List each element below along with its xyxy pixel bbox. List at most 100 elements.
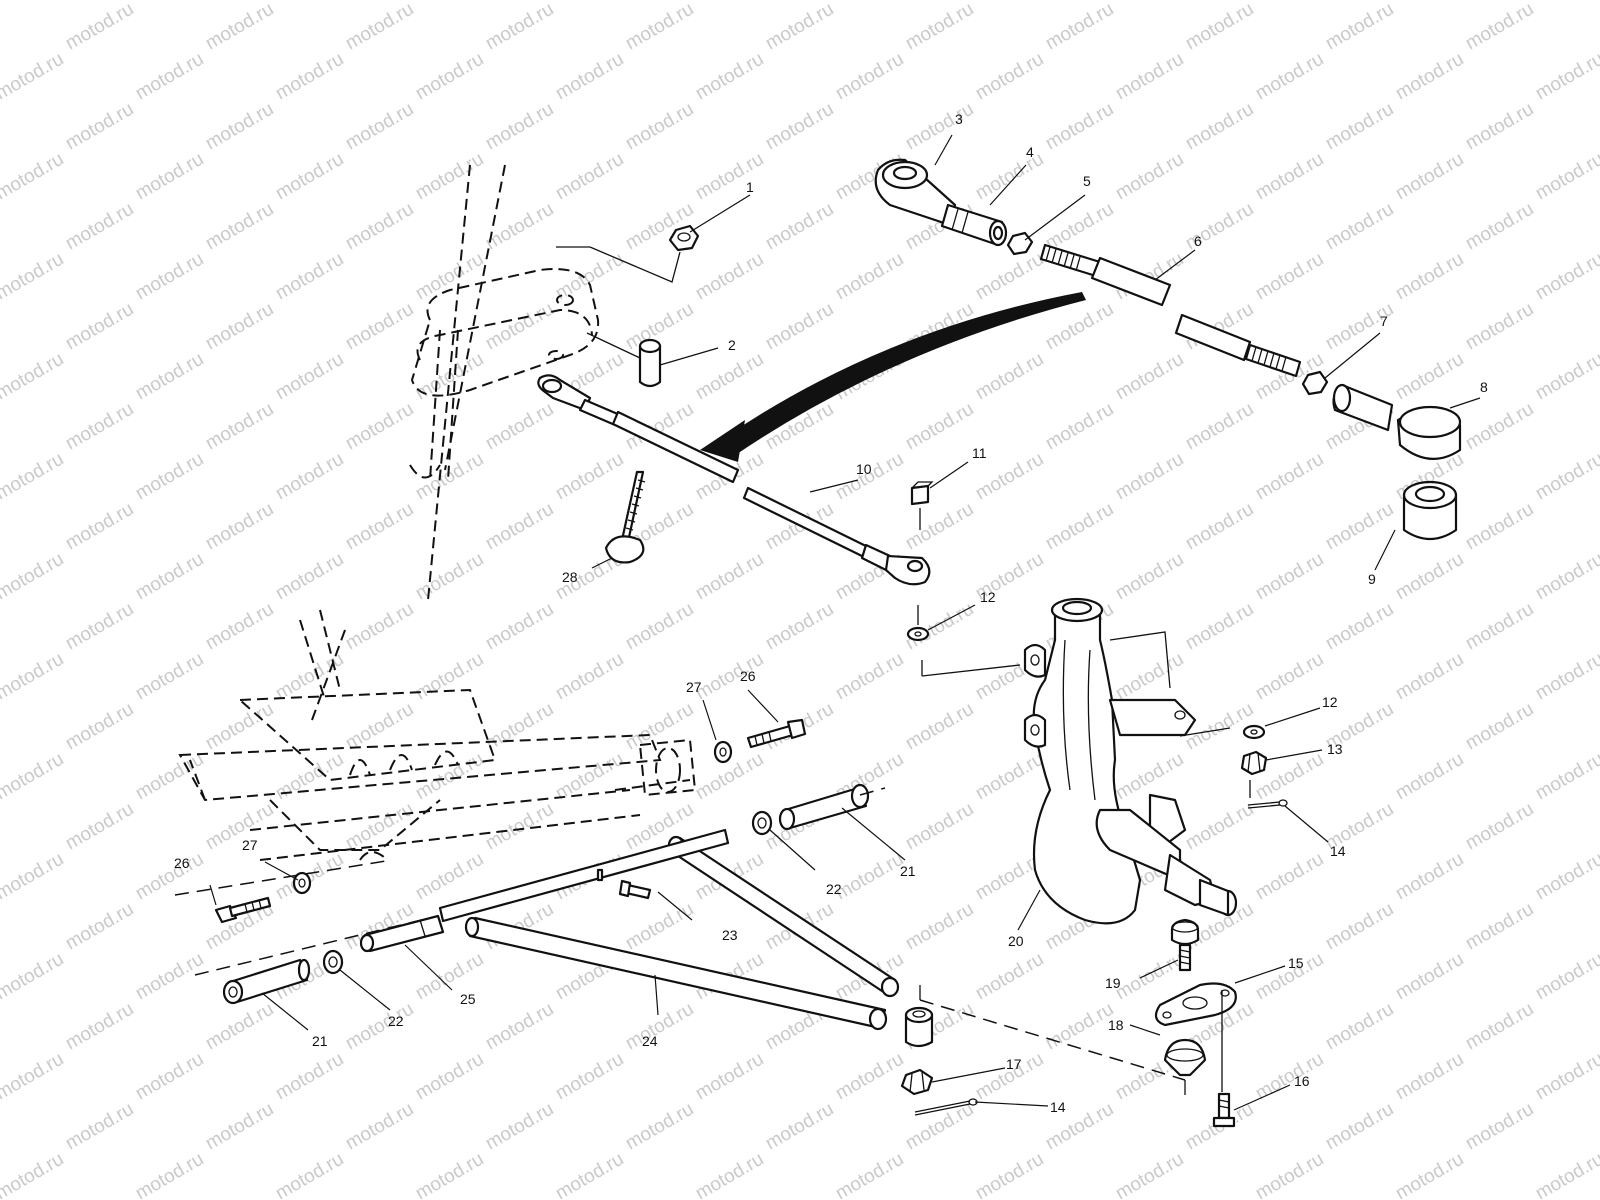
pivot-tube-21a <box>222 958 311 1005</box>
watermark-text: motod.ru <box>1462 399 1537 455</box>
watermark-text: motod.ru <box>482 0 557 54</box>
watermark-text: motod.ru <box>132 549 207 605</box>
watermark-text: motod.ru <box>1532 549 1600 605</box>
watermark-text: motod.ru <box>132 949 207 1005</box>
watermark-text: motod.ru <box>0 49 67 105</box>
watermark-text: motod.ru <box>552 449 627 505</box>
callout-labels: 1 2 3 4 5 6 7 8 9 10 11 12 12 13 14 14 1… <box>174 111 1488 1115</box>
watermark-text: motod.ru <box>202 799 277 855</box>
watermark-text: motod.ru <box>1462 99 1537 155</box>
cap-11 <box>910 481 934 530</box>
watermark-text: motod.ru <box>1182 399 1257 455</box>
watermark-text: motod.ru <box>1252 449 1327 505</box>
watermark-text: motod.ru <box>0 649 67 705</box>
watermark-text: motod.ru <box>692 0 767 4</box>
callout-21a: 21 <box>312 1033 328 1049</box>
watermark-text: motod.ru <box>1462 699 1537 755</box>
watermark-text: motod.ru <box>832 1049 907 1105</box>
watermark-text: motod.ru <box>0 1049 67 1105</box>
watermark-text: motod.ru <box>1532 449 1600 505</box>
bolt-16 <box>1212 1092 1236 1128</box>
watermark-text: motod.ru <box>552 1149 627 1200</box>
watermark-text: motod.ru <box>622 899 697 955</box>
callout-28: 28 <box>562 569 578 585</box>
watermark-text: motod.ru <box>62 599 137 655</box>
watermark-text: motod.ru <box>1532 849 1600 905</box>
watermark-text: motod.ru <box>1182 0 1257 54</box>
watermark-text: motod.ru <box>1392 849 1467 905</box>
callout-11: 11 <box>972 445 987 461</box>
tie-rod-end-8 <box>1332 383 1462 460</box>
watermark-text: motod.ru <box>0 449 67 505</box>
watermark-text: motod.ru <box>412 1149 487 1200</box>
watermark-text: motod.ru <box>132 449 207 505</box>
watermark-text: motod.ru <box>202 99 277 155</box>
washer-22b <box>751 810 773 836</box>
watermark-text: motod.ru <box>482 299 557 355</box>
watermark-text: motod.ru <box>62 799 137 855</box>
watermark-text: motod.ru <box>0 849 67 905</box>
watermark-text: motod.ru <box>762 599 837 655</box>
watermark-text: motod.ru <box>1392 49 1467 105</box>
watermark-text: motod.ru <box>1112 349 1187 405</box>
jam-nut-5 <box>1006 231 1034 256</box>
watermark-text: motod.ru <box>1462 899 1537 955</box>
watermark-text: motod.ru <box>1252 0 1327 4</box>
callout-1: 1 <box>746 179 754 195</box>
callout-18: 18 <box>1108 1017 1124 1033</box>
watermark-text: motod.ru <box>132 249 207 305</box>
watermark-text: motod.ru <box>552 749 627 805</box>
callout-14b: 14 <box>1050 1099 1066 1115</box>
watermark-text: motod.ru <box>1462 1099 1537 1155</box>
callout-12b: 12 <box>1322 694 1338 710</box>
watermark-text: motod.ru <box>0 349 67 405</box>
tie-rod-6 <box>1039 243 1302 378</box>
watermark-text: motod.ru <box>902 799 977 855</box>
callout-2: 2 <box>728 337 736 353</box>
watermark-text: motod.ru <box>412 949 487 1005</box>
callout-20: 20 <box>1008 933 1024 949</box>
watermark-text: motod.ru <box>692 549 767 605</box>
watermark-text: motod.ru <box>1112 0 1187 4</box>
watermark-text: motod.ru <box>902 599 977 655</box>
callout-19: 19 <box>1105 975 1121 991</box>
watermark-text: motod.ru <box>622 0 697 54</box>
watermark-text: motod.ru <box>1182 599 1257 655</box>
watermark-text: motod.ru <box>1112 1149 1187 1200</box>
watermark-text: motod.ru <box>132 849 207 905</box>
watermark-text: motod.ru <box>1392 149 1467 205</box>
watermark-text: motod.ru <box>832 0 907 4</box>
watermark-text: motod.ru <box>482 799 557 855</box>
watermark-text: motod.ru <box>62 899 137 955</box>
watermark-text: motod.ru <box>762 199 837 255</box>
watermark-text: motod.ru <box>0 549 67 605</box>
watermark-text: motod.ru <box>692 1049 767 1105</box>
washer-27b <box>713 740 733 764</box>
watermark-text: motod.ru <box>1322 899 1397 955</box>
watermark-text: motod.ru <box>62 999 137 1055</box>
callout-26a: 26 <box>174 855 190 871</box>
watermark-text: motod.ru <box>1532 0 1600 4</box>
watermark-text: motod.ru <box>1182 99 1257 155</box>
watermark-text: motod.ru <box>412 249 487 305</box>
watermark-text: motod.ru <box>272 1149 347 1200</box>
callout-17: 17 <box>1006 1056 1022 1072</box>
watermark-text: motod.ru <box>972 0 1047 4</box>
watermark-text: motod.ru <box>62 699 137 755</box>
watermark-text: motod.ru <box>552 1049 627 1105</box>
watermark-text: motod.ru <box>132 1149 207 1200</box>
watermark-text: motod.ru <box>412 149 487 205</box>
watermark-text: motod.ru <box>1532 49 1600 105</box>
watermark-text: motod.ru <box>132 349 207 405</box>
watermark-text: motod.ru <box>832 849 907 905</box>
watermark-text: motod.ru <box>1112 49 1187 105</box>
watermark-text: motod.ru <box>1252 549 1327 605</box>
watermark-text: motod.ru <box>1252 1149 1327 1200</box>
callout-24: 24 <box>642 1033 658 1049</box>
callout-22a: 22 <box>388 1013 404 1029</box>
watermark-text: motod.ru <box>132 0 207 4</box>
watermark-text: motod.ru <box>622 599 697 655</box>
washer-12a <box>906 605 930 642</box>
watermark-text: motod.ru <box>1392 949 1467 1005</box>
watermark-text: motod.ru <box>132 649 207 705</box>
